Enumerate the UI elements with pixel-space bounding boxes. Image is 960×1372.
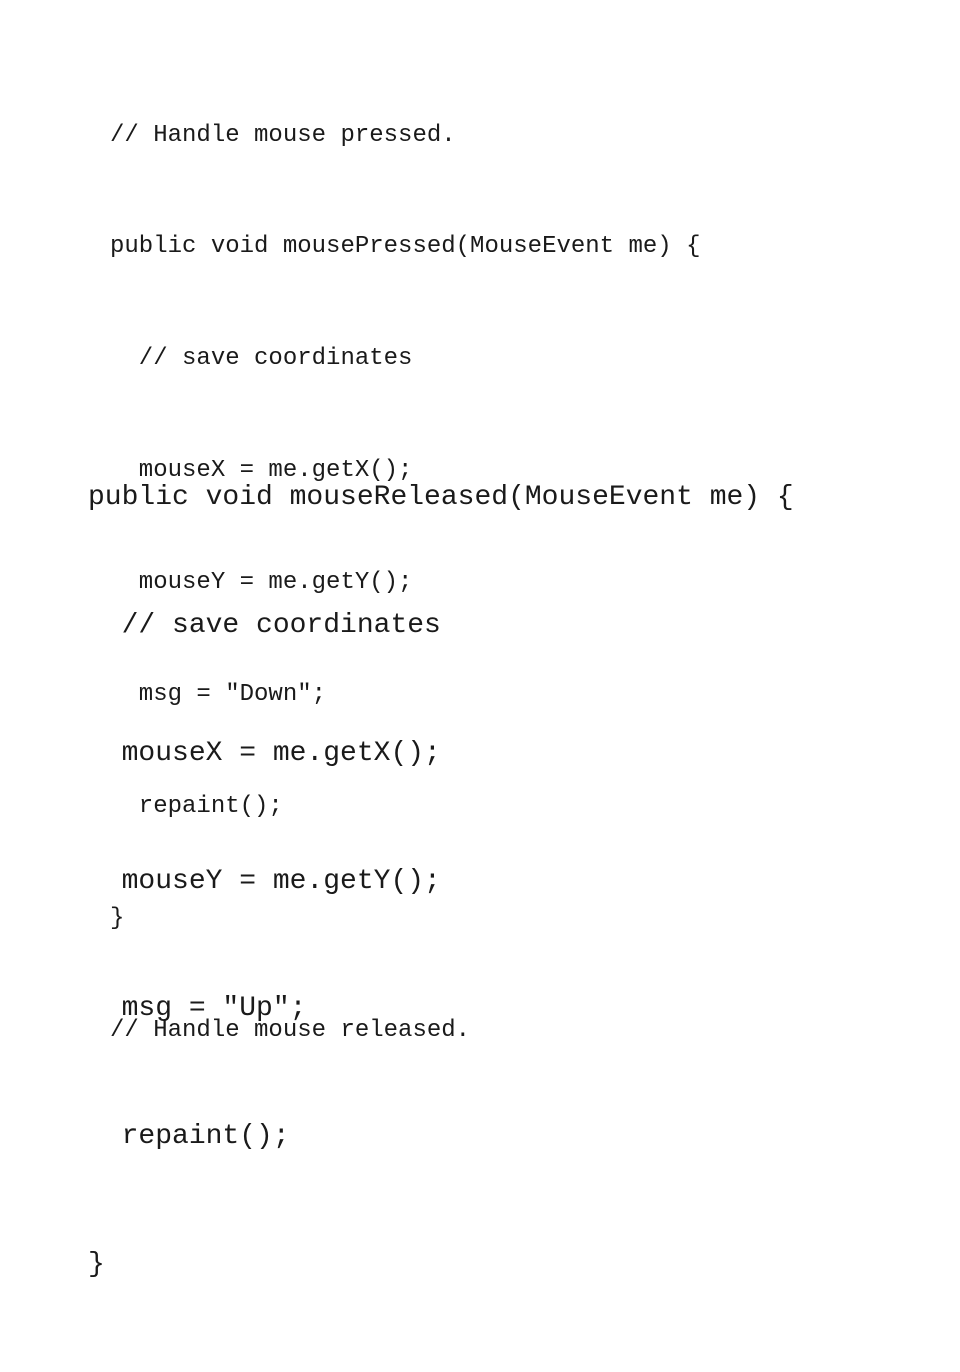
code-line-mousey: mouseY = me.getY(); [88,865,441,897]
code-line-comment-save: // save coordinates [110,345,413,373]
code-line-repaint: repaint(); [88,1121,290,1153]
mouse-released-code-block: public void mouseReleased(MouseEvent me)… [88,392,794,1372]
code-line-closing-brace: } [88,1248,105,1280]
code-line-mousex: mouseX = me.getX(); [88,737,441,769]
code-line-comment-save: // save coordinates [88,609,441,641]
code-line-mousex: mouseX = me.getX(); [110,457,413,485]
code-line-mousey: mouseY = me.getY(); [110,569,413,597]
code-line-msg-down: msg = "Down"; [110,681,327,709]
code-slide: // Handle mouse pressed. public void mou… [88,121,794,1280]
code-line-msg-up: msg = "Up"; [88,993,307,1025]
code-line-comment-pressed: // Handle mouse pressed. [110,121,456,149]
code-line-method-signature-released: public void mouseReleased(MouseEvent me)… [88,482,794,514]
code-line-method-signature-pressed: public void mousePressed(MouseEvent me) … [110,233,701,261]
